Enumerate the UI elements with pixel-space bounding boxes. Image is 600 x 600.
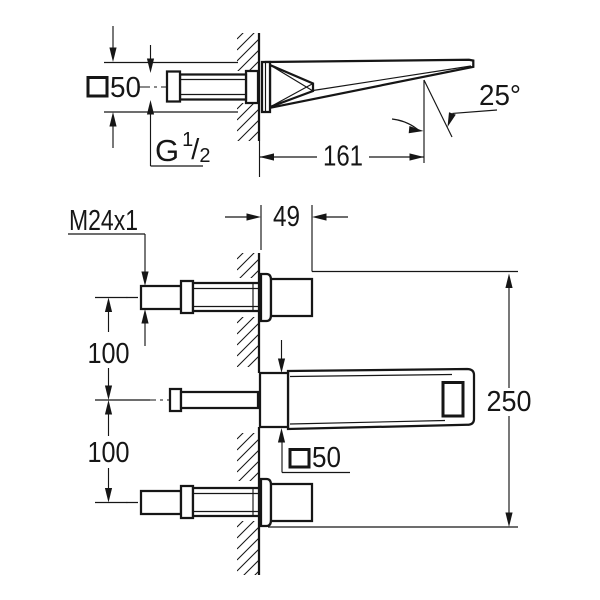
arrowhead xyxy=(259,153,274,161)
dim-square50-bottom: 50 xyxy=(277,340,350,474)
arrowhead xyxy=(141,309,149,324)
square-size-label: 50 xyxy=(110,72,141,104)
spout-outlet-window xyxy=(441,381,465,418)
dim-m24x1: M24x1 xyxy=(68,205,149,346)
arrowhead xyxy=(505,273,513,288)
pipe-collar xyxy=(244,69,260,105)
arrowhead xyxy=(109,47,117,62)
arrowhead xyxy=(409,153,424,161)
front-view: M24x1 49 100 100 xyxy=(68,201,532,575)
dim-161: 161 xyxy=(259,80,425,173)
spout-front-view xyxy=(168,367,476,431)
square-size-label: 50 xyxy=(312,442,341,474)
arrowhead xyxy=(104,400,113,415)
arrowhead xyxy=(109,112,117,127)
arrowhead xyxy=(447,112,456,127)
angle-label: 25° xyxy=(479,80,521,112)
spout-side-view xyxy=(260,58,475,114)
spout-escutcheon-block xyxy=(258,371,290,429)
dim-100-chain: 100 100 xyxy=(88,297,130,503)
dim-square50-top: 50 xyxy=(86,26,238,148)
arrowhead xyxy=(277,358,286,373)
arrowhead xyxy=(141,271,149,286)
dim-49: 49 xyxy=(225,201,348,272)
valve-escutcheon xyxy=(259,272,273,323)
supply-pipe-side xyxy=(138,69,260,105)
valve-escutcheon xyxy=(259,477,273,528)
valve-thread-stem xyxy=(139,489,183,516)
projection-label: 161 xyxy=(323,141,363,173)
angle-reference-line xyxy=(423,79,453,138)
valve-thread-label: M24x1 xyxy=(69,205,138,237)
pipe-end-cap xyxy=(165,70,182,103)
arrowhead xyxy=(104,488,113,503)
valve-cap xyxy=(179,279,195,315)
spout-body xyxy=(286,367,476,431)
spout-supply-pipe xyxy=(179,390,260,410)
square-symbol-icon xyxy=(288,448,311,469)
valve-handle xyxy=(269,482,314,523)
spout-pipe-cap xyxy=(168,387,183,413)
valve-cap xyxy=(179,484,195,520)
arrowhead xyxy=(312,213,327,221)
wall-depth-label: 49 xyxy=(273,201,300,233)
valve-handle xyxy=(269,277,314,318)
arrowhead xyxy=(277,428,286,443)
valve-upper xyxy=(139,272,314,323)
arrowhead xyxy=(104,297,113,312)
valve-lower xyxy=(139,477,314,528)
valve-thread-stem xyxy=(139,284,183,311)
dim-250: 250 xyxy=(268,270,532,528)
arrowhead xyxy=(104,385,113,400)
wall-hatching-front xyxy=(237,253,261,575)
overall-height-label: 250 xyxy=(487,386,532,418)
spout-underside-edge xyxy=(312,65,472,92)
pitch-upper-label: 100 xyxy=(88,338,130,370)
arrowhead xyxy=(146,58,155,73)
arrowhead xyxy=(408,126,424,134)
arrowhead xyxy=(505,512,513,527)
arrowhead xyxy=(146,100,155,115)
arrowhead xyxy=(246,213,261,221)
pitch-lower-label: 100 xyxy=(88,437,130,469)
square-symbol-icon xyxy=(86,76,109,98)
pipe-body xyxy=(178,73,248,101)
dim-angle-25: 25° xyxy=(391,79,521,138)
